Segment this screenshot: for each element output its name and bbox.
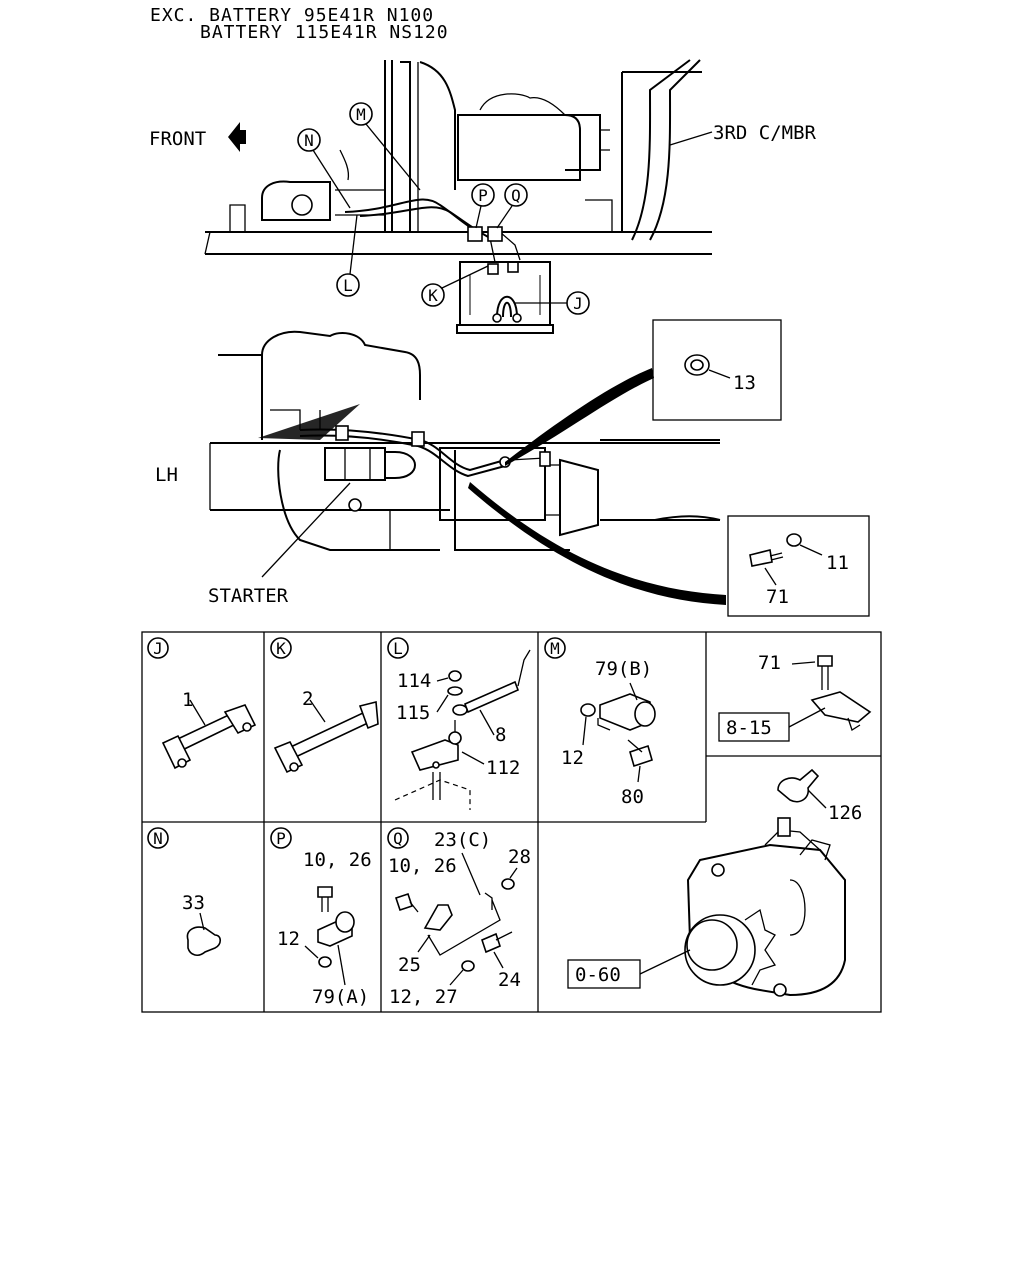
part-126-label: 126	[828, 802, 862, 824]
part-28-label: 28	[508, 846, 531, 868]
ref-0-60: 0-60	[575, 964, 621, 986]
front-label: FRONT	[149, 128, 206, 150]
part-12-27-label: 12, 27	[389, 986, 458, 1008]
panel-P: P 10, 26 12 79(A)	[270, 827, 372, 1008]
part-112-label: 112	[486, 757, 520, 779]
part-13-label: 13	[733, 372, 756, 394]
part-80-label: 80	[621, 786, 644, 808]
inset-bolt-washer: 71 11	[727, 515, 870, 617]
panel-K: K 2	[270, 637, 379, 774]
part-10-26-p-label: 10, 26	[303, 849, 372, 871]
svg-text:P: P	[478, 186, 488, 205]
panel-alternator: 126 0-60	[567, 768, 862, 997]
part-12-m-label: 12	[561, 747, 584, 769]
svg-text:Q: Q	[511, 186, 521, 205]
callout-N: N	[297, 128, 351, 209]
panel-bracket-8-15: 71 8-15	[718, 652, 872, 742]
ref-8-15: 8-15	[726, 717, 772, 739]
panel-P-letter: P	[276, 829, 286, 848]
parts-grid	[141, 631, 882, 1013]
part-1-label: 1	[182, 689, 193, 711]
panel-Q: Q 23(C) 10, 26 28 25 24 12, 27	[387, 827, 531, 1008]
panel-K-letter: K	[276, 639, 286, 658]
callout-M: M	[349, 102, 421, 191]
header-line-2: BATTERY 115E41R NS120	[200, 22, 449, 43]
part-79B-label: 79(B)	[595, 658, 652, 680]
svg-text:J: J	[573, 294, 583, 313]
part-79A-label: 79(A)	[312, 986, 369, 1008]
part-12-p-label: 12	[277, 928, 300, 950]
panel-Q-letter: Q	[393, 829, 403, 848]
third-crossmember-label: 3RD C/MBR	[713, 122, 817, 144]
overview-top-drawing	[204, 59, 712, 334]
lh-label: LH	[155, 464, 178, 486]
part-2-label: 2	[302, 688, 313, 710]
part-33-label: 33	[182, 892, 205, 914]
svg-text:M: M	[356, 105, 366, 124]
callout-Q: Q	[496, 183, 528, 229]
part-114-label: 114	[397, 670, 431, 692]
part-24-label: 24	[498, 969, 521, 991]
part-10-26-q-label: 10, 26	[388, 855, 457, 877]
part-23C-label: 23(C)	[434, 829, 491, 851]
part-71-panel-label: 71	[758, 652, 781, 674]
overview-side-drawing	[209, 330, 721, 551]
callout-K: K	[421, 265, 489, 307]
panel-N: N 33	[147, 827, 222, 957]
panel-J: J 1	[147, 637, 257, 770]
svg-text:K: K	[428, 286, 438, 305]
callout-J: J	[515, 291, 590, 315]
callout-L: L	[336, 214, 360, 297]
svg-text:N: N	[304, 131, 314, 150]
part-115-label: 115	[396, 702, 430, 724]
callout-P: P	[471, 183, 495, 229]
part-71-inset-label: 71	[766, 586, 789, 608]
part-8-label: 8	[495, 724, 506, 746]
svg-text:L: L	[343, 276, 353, 295]
part-25-label: 25	[398, 954, 421, 976]
panel-L-letter: L	[393, 639, 403, 658]
part-11-label: 11	[826, 552, 849, 574]
inset-washer-13: 13	[652, 319, 782, 421]
leader-wedge-top	[505, 368, 654, 466]
header-line-1: EXC. BATTERY 95E41R N100	[150, 5, 434, 26]
panel-J-letter: J	[153, 639, 163, 658]
starter-label: STARTER	[208, 585, 289, 607]
panel-M-letter: M	[550, 639, 560, 658]
panel-M: M 79(B) 12 80	[544, 637, 656, 808]
panel-N-letter: N	[153, 829, 163, 848]
panel-L: L 114 115 8 112	[387, 637, 531, 810]
